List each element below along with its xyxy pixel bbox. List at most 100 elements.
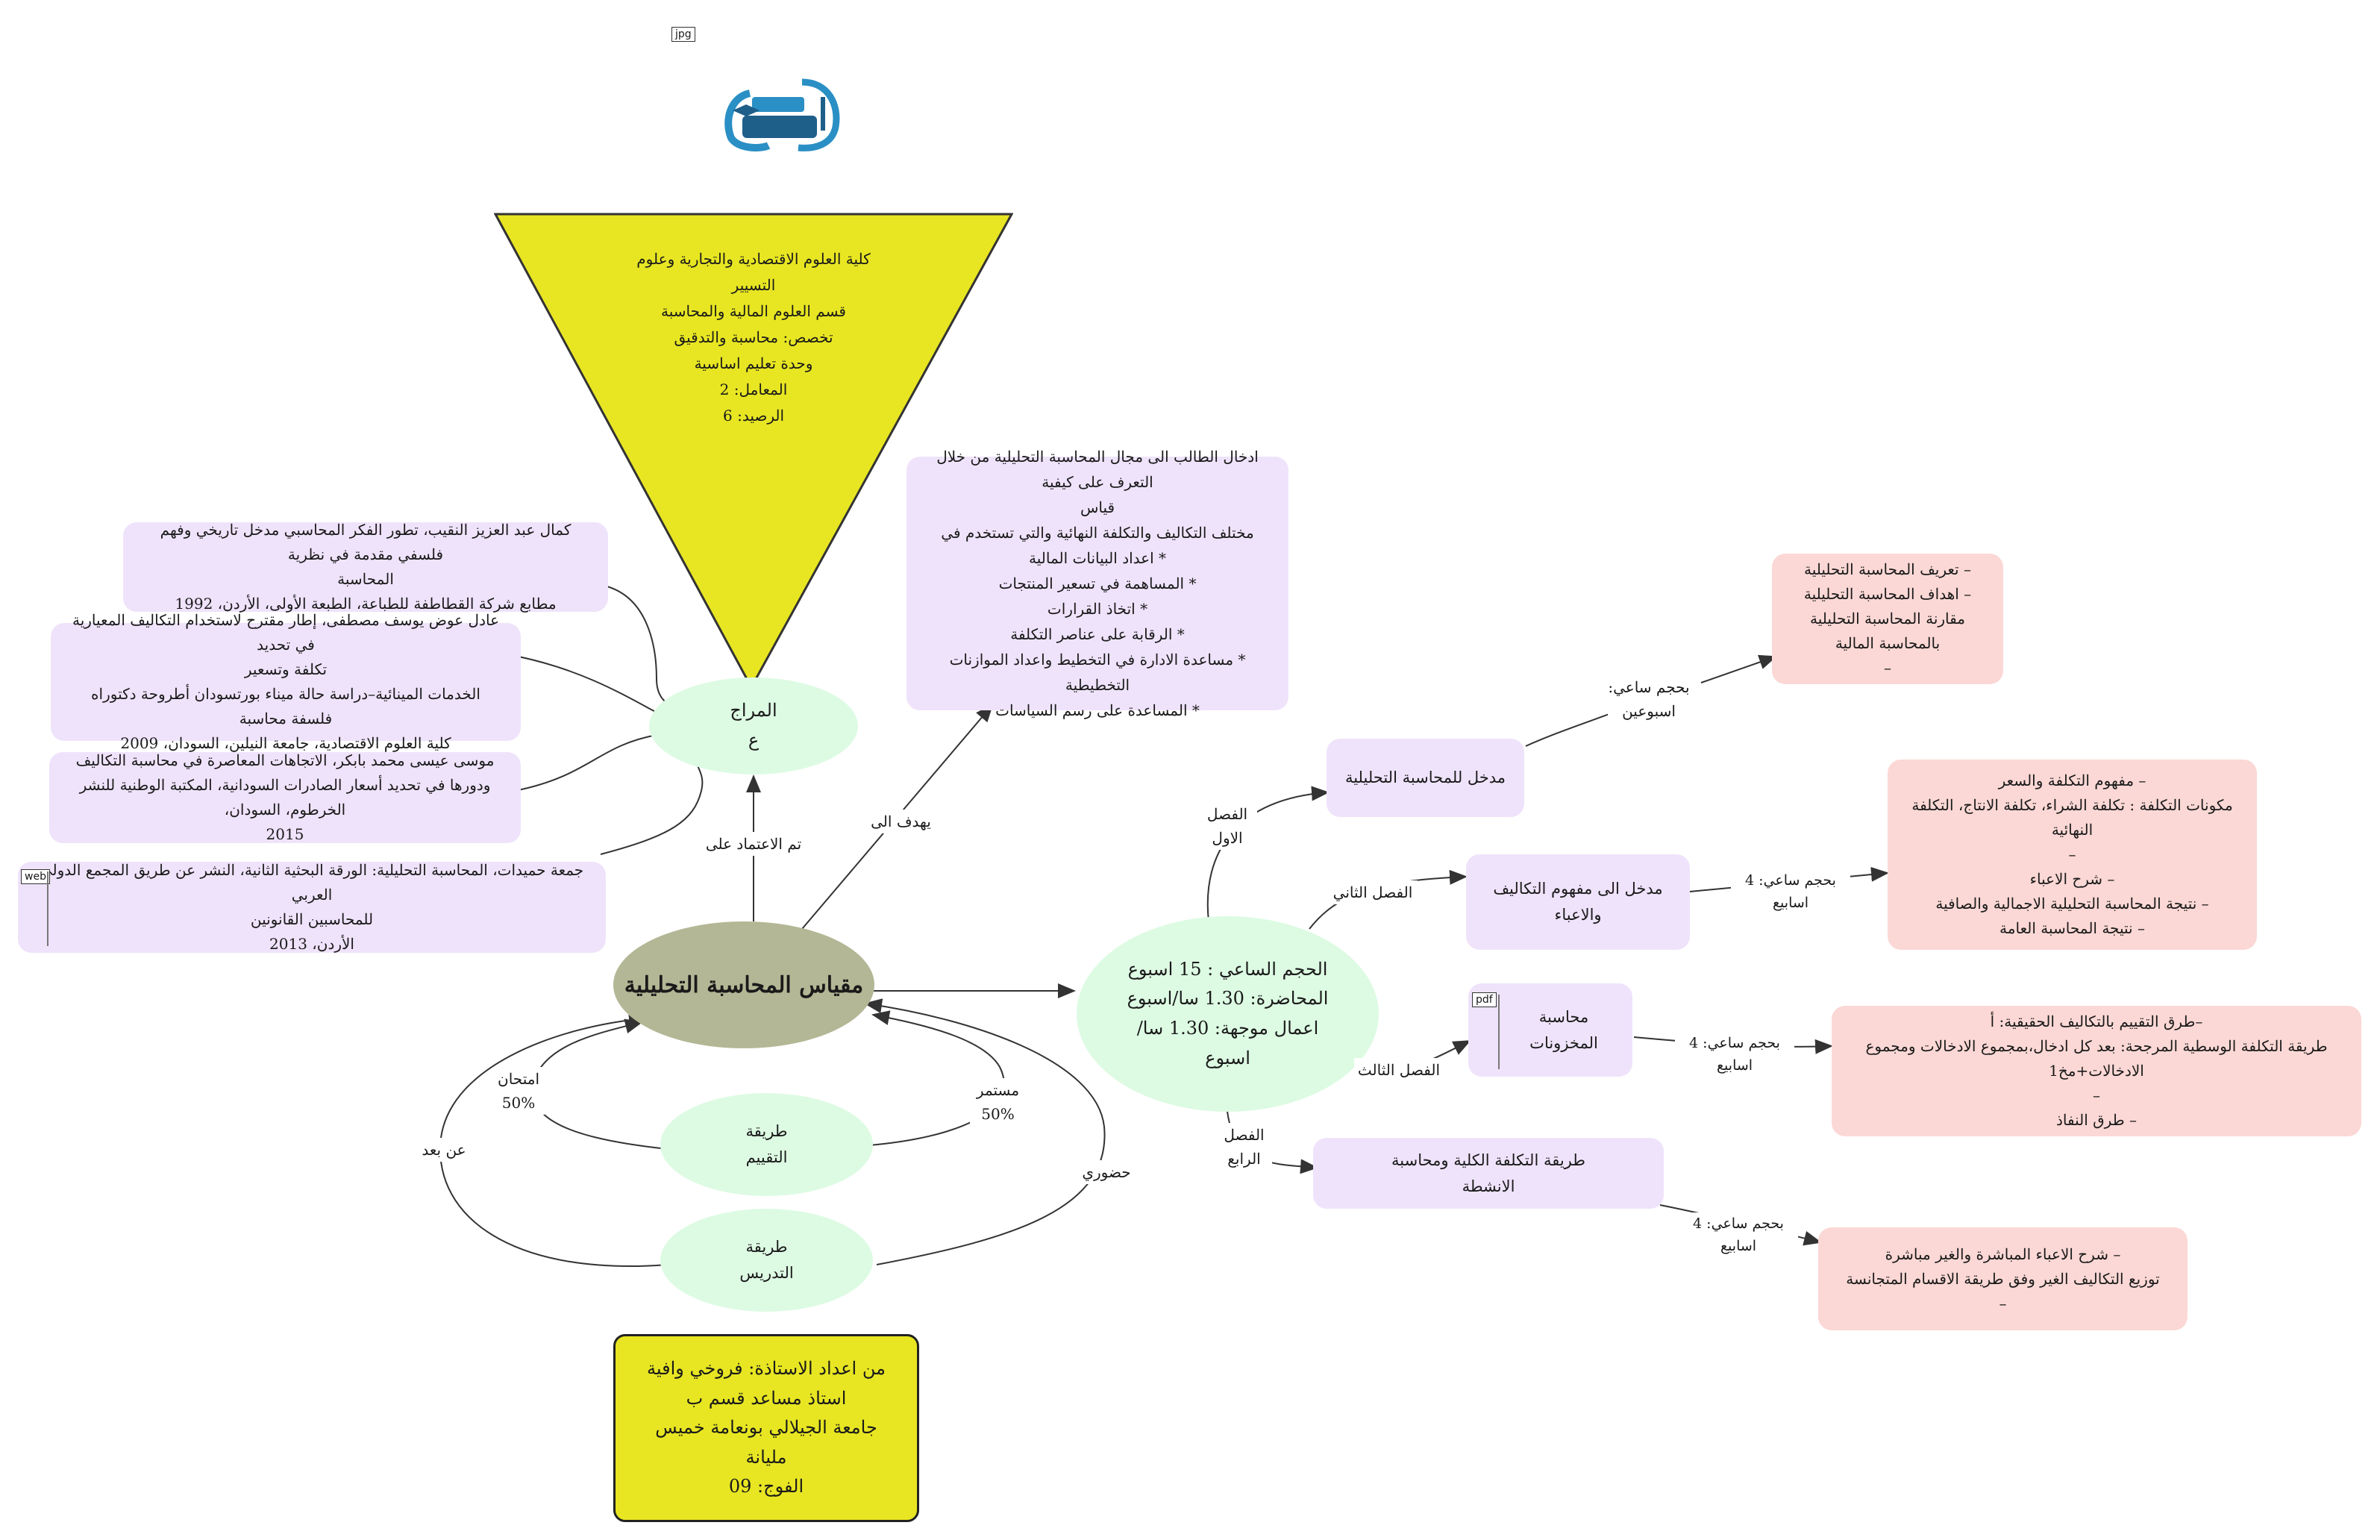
objective-line: * مساعدة الادارة في التخطيط واعداد الموا… (949, 651, 1246, 694)
chapter-4-content-line: – شرح الاعباء المباشرة والغير مباشرة (1885, 1245, 2121, 1263)
reference-3-line: ودورها في تحديد أسعار الصادرات السودانية… (79, 776, 491, 818)
college-name: كلية العلوم الاقتصادية والتجارية وعلوم (636, 250, 871, 268)
chapter-3-content-line: طريقة التكلفة الوسطية المرجحة: بعد كل اد… (1865, 1037, 2328, 1080)
coefficient: المعامل: 2 (719, 381, 788, 398)
author-box: من اعداد الاستاذة: فروخي وافية استاذ مسا… (613, 1334, 919, 1522)
teaching-line: طريقة (745, 1238, 788, 1256)
chapter-3-contents: –طرق التقييم بالتكاليف الحقيقية: أ طريقة… (1832, 1006, 2361, 1136)
college-name-cont: التسيير (731, 276, 776, 294)
reference-4-line: جمعة حميدات، المحاسبة التحليلية: الورقة … (40, 861, 584, 904)
chapter-2-contents: – مفهوم التكلفة والسعر مكونات التكلفة : … (1888, 760, 2257, 950)
objective-line: * الرقابة على عناصر التكلفة (1010, 625, 1185, 643)
reference-3-line: 2015 (266, 825, 304, 843)
teaching-line: التدريس (739, 1264, 794, 1282)
chapter-4-title-text: الانشطة (1462, 1177, 1515, 1195)
volume-line: الحجم الساعي : 15 اسبوع (1127, 958, 1328, 980)
evaluation-method-node: طريقة التقييم (660, 1093, 873, 1196)
chapter-2-content-line: – (2068, 845, 2076, 863)
course-title-node: مقياس المحاسبة التحليلية (613, 921, 874, 1048)
objectives-box: ادخال الطالب الى مجال المحاسبة التحليلية… (906, 448, 1288, 719)
exam-percent: 50% (501, 1094, 536, 1112)
chapter-2-title: مدخل الى مفهوم التكاليف والاعباء (1466, 854, 1690, 950)
chapter-4-content-line: توزيع التكاليف الغير وفق طريقة الاقسام ا… (1846, 1269, 2160, 1288)
chapter-3-content-line: – (2093, 1086, 2100, 1104)
objective-line: * اتخاذ القرارات (1047, 600, 1148, 618)
chapter-4-duration: بحجم ساعي: 4 اسابيع (1679, 1212, 1798, 1258)
triangle-text: كلية العلوم الاقتصادية والتجارية وعلوم ا… (606, 246, 901, 429)
objective-line: ادخال الطالب الى مجال المحاسبة التحليلية… (936, 448, 1259, 491)
evaluation-line: طريقة (745, 1122, 788, 1141)
department: قسم العلوم المالية والمحاسبة (661, 302, 846, 320)
distance-label: عن بعد (422, 1138, 466, 1162)
exam-label-text: امتحان (498, 1070, 539, 1088)
university-logo (716, 75, 847, 157)
volume-line: اسبوع (1205, 1047, 1250, 1068)
chapter-2-content-line: مكونات التكلفة : تكلفة الشراء، تكلفة الا… (1911, 796, 2233, 839)
chapter-2-content-line: – شرح الاعباء (2029, 870, 2115, 888)
chapter-4-content-line: – (1999, 1294, 2007, 1312)
chapter-2-title-text: والاعباء (1554, 906, 1602, 924)
credits: الرصيد: 6 (722, 407, 785, 425)
chapter-1-label-text: الاول (1212, 829, 1243, 847)
objective-line: * المساهمة في تسعير المنتجات (998, 575, 1197, 592)
reference-1: كمال عبد العزيز النقيب، تطور الفكر المحا… (123, 521, 608, 613)
author-line: استاذ مساعد قسم ب (686, 1387, 847, 1409)
reference-2: عادل عوض يوسف مصطفى، إطار مقترح لاستخدام… (51, 611, 521, 752)
reference-2-line: الخدمات المينائية–دراسة حالة ميناء بورتس… (91, 685, 480, 727)
reference-3: موسى عيسى محمد بابكر، الاتجاهات المعاصرة… (49, 751, 521, 843)
continuous-label: مستمر 50% (970, 1078, 1026, 1126)
chapter-1-label: الفصل الاول (1197, 802, 1257, 850)
hourly-volume-node: الحجم الساعي : 15 اسبوع المحاضرة: 1.30 س… (1077, 916, 1379, 1112)
chapter-3-duration: بحجم ساعي: 4 اسابيع (1675, 1032, 1794, 1077)
chapter-2-duration: بحجم ساعي: 4 اسابيع (1731, 869, 1850, 915)
reference-1-line: المحاسبة (337, 570, 394, 588)
chapter-3-label: الفصل الثالث (1354, 1058, 1444, 1082)
chapter-3-content-line: – طرق النفاذ (2056, 1111, 2137, 1129)
course-title: مقياس المحاسبة التحليلية (624, 971, 864, 998)
teaching-method-node: طريقة التدريس (660, 1209, 873, 1312)
chapter-4-title: طريقة التكلفة الكلية ومحاسبة الانشطة (1313, 1138, 1664, 1209)
reference-2-line: تكلفة وتسعير (244, 660, 328, 678)
reference-3-line: موسى عيسى محمد بابكر، الاتجاهات المعاصرة… (75, 751, 495, 769)
chapter-1-content-line: – اهداف المحاسبة التحليلية (1803, 585, 1972, 603)
chapter-2-title-text: مدخل الى مفهوم التكاليف (1493, 880, 1663, 898)
chapter-4-label-text: الفصل (1224, 1126, 1265, 1144)
objective-line: * اعداد البيانات المالية (1029, 549, 1166, 567)
reference-1-line: مطابع شركة القطاطفة للطباعة، الطبعة الأو… (175, 595, 557, 613)
author-line: جامعة الجيلالي بونعامة خميس (655, 1417, 877, 1439)
pdf-tag: pdf (1472, 992, 1497, 1007)
chapter-1-content-line: – تعريف المحاسبة التحليلية (1804, 560, 1971, 578)
college-info-triangle: كلية العلوم الاقتصادية والتجارية وعلوم ا… (494, 213, 1013, 690)
author-line: من اعداد الاستاذة: فروخي وافية (647, 1358, 886, 1380)
chapter-1-duration-text: اسبوعين (1622, 702, 1676, 720)
chapter-1-content-line: – (1884, 659, 1891, 677)
references-hub-line: المراج (730, 700, 777, 722)
based-on-label: تم الاعتماد على (705, 832, 802, 856)
chapter-4-label: الفصل الرابع (1216, 1123, 1272, 1171)
objective-line: * المساعدة على رسم السياسات (995, 701, 1200, 719)
reference-4-line: للمحاسبين القانونين (250, 910, 374, 928)
volume-line: اعمال موجهة: 1.30 سا/ (1136, 1018, 1319, 1039)
chapter-4-label-text: الرابع (1227, 1150, 1261, 1168)
aims-label: يهدف الى (865, 810, 936, 833)
chapter-4-title-text: طريقة التكلفة الكلية ومحاسبة (1391, 1151, 1585, 1169)
specialty: تخصص: محاسبة والتدقيق (674, 328, 833, 346)
chapter-1-content-line: مقارنة المحاسبة التحليلية بالمحاسبة الما… (1810, 610, 1965, 652)
chapter-1-title-text: مدخل للمحاسبة التحليلية (1344, 769, 1506, 787)
logo-image (724, 78, 840, 151)
reference-2-line: كلية العلوم الاقتصادية، جامعة النيلين، ا… (120, 734, 451, 752)
chapter-1-duration: بحجم ساعي: اسبوعين (1608, 675, 1690, 723)
continuous-label-text: مستمر (976, 1081, 1020, 1099)
objective-line: قياس (1080, 498, 1115, 516)
chapter-1-title: مدخل للمحاسبة التحليلية (1327, 739, 1524, 817)
reference-2-line: عادل عوض يوسف مصطفى، إطار مقترح لاستخدام… (72, 611, 499, 654)
author-line: الفوج: 09 (728, 1476, 804, 1497)
chapter-3-content-line: –طرق التقييم بالتكاليف الحقيقية: أ (1990, 1012, 2203, 1030)
web-tag-divider (47, 871, 48, 946)
reference-4-line: الأردن، 2013 (269, 935, 354, 953)
teaching-unit: وحدة تعليم اساسية (694, 354, 813, 372)
reference-1-line: كمال عبد العزيز النقيب، تطور الفكر المحا… (160, 521, 571, 563)
web-tag: web (21, 869, 50, 884)
references-hub: المراج ع (649, 677, 858, 774)
chapter-4-contents: – شرح الاعباء المباشرة والغير مباشرة توز… (1818, 1227, 2188, 1330)
